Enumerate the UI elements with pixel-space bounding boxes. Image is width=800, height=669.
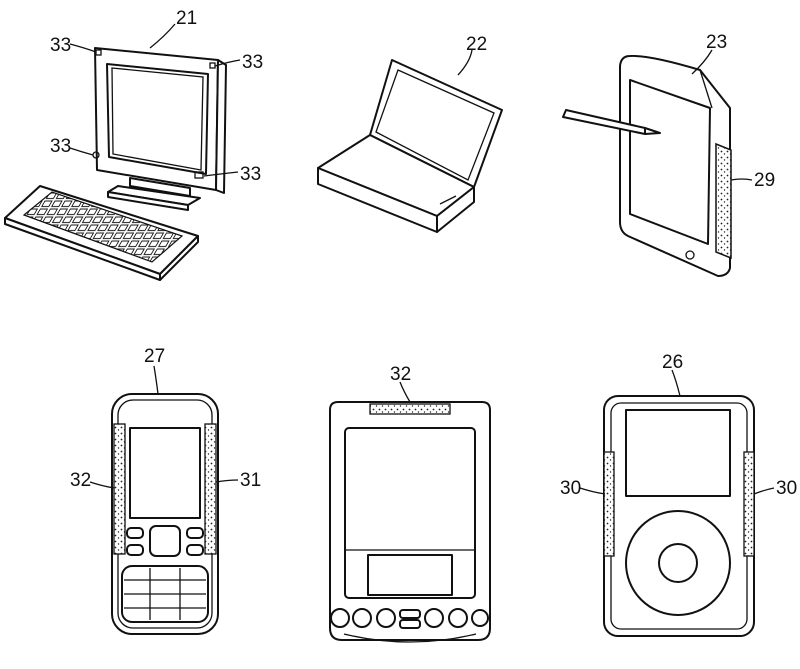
player-screen — [625, 409, 731, 497]
marker-bottom-right — [194, 171, 204, 179]
phone-left-grip — [113, 423, 126, 555]
center-button — [658, 543, 698, 583]
label-22: 22 — [466, 34, 487, 55]
player-left-grip — [603, 451, 615, 557]
pda-input-area — [367, 554, 453, 596]
keyboard — [4, 185, 199, 281]
tablet-grip — [715, 142, 732, 260]
label-30-left: 30 — [560, 478, 581, 499]
label-32-pda: 32 — [390, 364, 411, 385]
laptop: 22 — [317, 34, 503, 233]
pda-buttons — [330, 608, 489, 629]
desktop-computer: 21 33 33 33 33 — [4, 8, 263, 281]
mobile-phone: 27 32 31 — [70, 346, 261, 635]
label-33-bottom-left: 33 — [50, 136, 71, 157]
tablet-with-stylus: 23 29 — [562, 32, 775, 277]
label-33-top-left: 33 — [50, 35, 71, 56]
label-26: 26 — [662, 352, 683, 373]
phone-right-grip — [204, 423, 217, 555]
label-33-top-right: 33 — [242, 52, 263, 73]
phone-nav-keys — [126, 525, 204, 557]
label-29: 29 — [754, 170, 775, 191]
label-21: 21 — [176, 8, 197, 29]
pda-top-grip — [369, 403, 451, 415]
label-31: 31 — [240, 470, 261, 491]
pda: 32 — [329, 364, 491, 643]
tablet-button — [685, 250, 695, 260]
label-33-bottom-right: 33 — [240, 164, 261, 185]
label-27: 27 — [144, 346, 165, 367]
phone-keypad — [121, 565, 209, 623]
label-23: 23 — [706, 32, 727, 53]
media-player: 26 30 30 — [560, 352, 797, 637]
phone-screen — [129, 427, 201, 519]
monitor — [92, 47, 227, 211]
player-right-grip — [743, 451, 755, 557]
label-32-phone: 32 — [70, 470, 91, 491]
marker-top-left — [95, 49, 102, 56]
label-30-right: 30 — [776, 478, 797, 499]
stylus — [562, 109, 661, 135]
